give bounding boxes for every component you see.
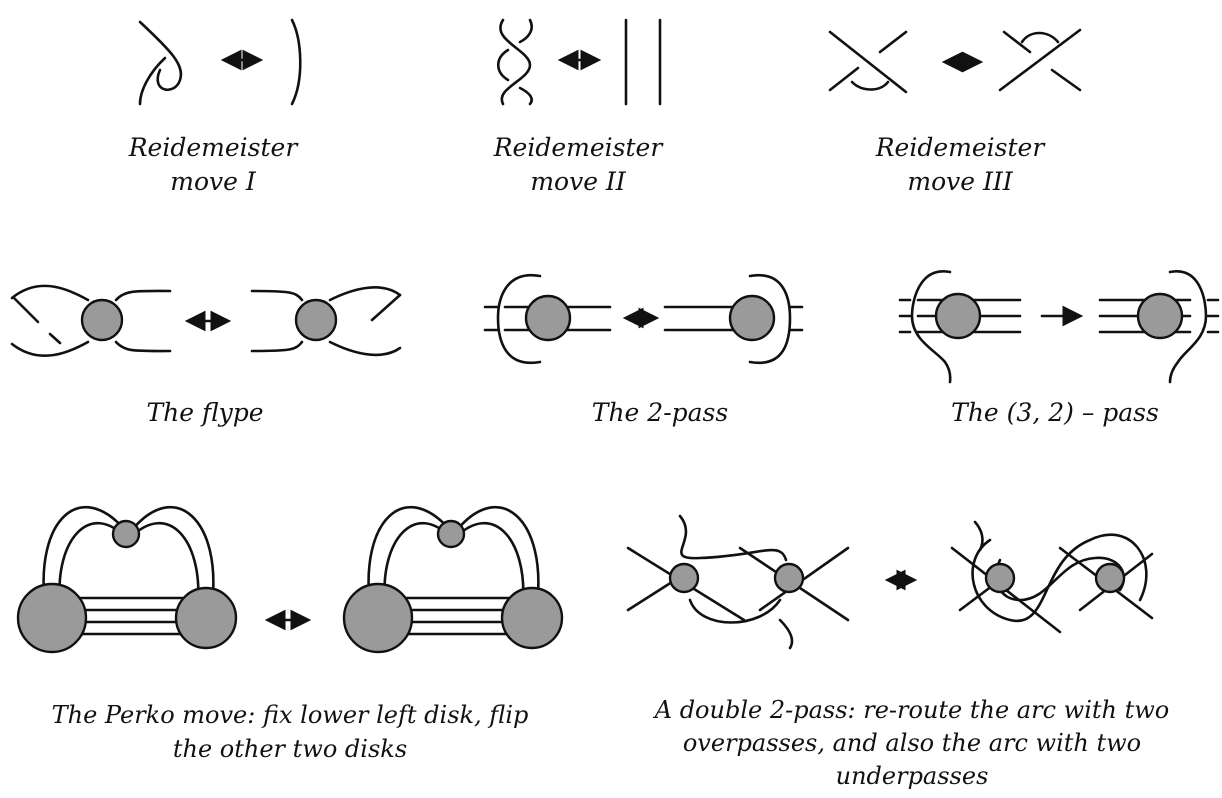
caption-reidemeister-3: Reidemeister move III [860,131,1060,199]
gray-disk-icon [984,562,1016,594]
gray-disk-icon [728,294,776,342]
gray-disk-icon [342,582,414,654]
caption-three-two-pass: The (3, 2) – pass [935,396,1175,430]
caption-line: The 2-pass [591,398,729,427]
caption-line: Reidemeister [128,133,298,162]
two-pass-diagram [483,273,804,365]
caption-line: the other two disks [172,735,408,763]
reidemeister-3-diagram [828,28,1082,94]
gray-disk-icon [80,298,124,342]
flype-diagram [10,284,402,357]
caption-line: Reidemeister [493,133,663,162]
caption-line: The flype [146,398,264,427]
gray-disk-icon [174,586,238,650]
three-two-pass-diagram [898,270,1220,384]
reidemeister-2-diagram [496,18,662,106]
caption-perko: The Perko move: fix lower left disk, fli… [20,698,560,766]
caption-line: A double 2-pass: re-route the arc with t… [654,696,1170,724]
gray-disk-icon [934,292,982,340]
caption-line: The (3, 2) – pass [951,398,1159,427]
caption-line: move II [530,167,626,196]
gray-disk-icon [436,519,466,549]
caption-line: move III [907,167,1013,196]
gray-disk-icon [16,582,88,654]
gray-disk-icon [668,562,700,594]
caption-double-two-pass: A double 2-pass: re-route the arc with t… [612,694,1212,793]
caption-flype: The flype [110,396,300,430]
gray-disk-icon [500,586,564,650]
gray-disk-icon [773,562,805,594]
caption-reidemeister-1: Reidemeister move I [118,131,308,199]
perko-diagram [16,506,564,654]
caption-line: The Perko move: fix lower left disk, fli… [51,701,529,729]
gray-disk-icon [294,298,338,342]
caption-reidemeister-2: Reidemeister move II [483,131,673,199]
caption-two-pass: The 2-pass [560,396,760,430]
gray-disk-icon [1136,292,1184,340]
caption-line: move I [170,167,256,196]
caption-line: overpasses, and also the arc with two [682,729,1142,757]
gray-disk-icon [111,519,141,549]
gray-disk-icon [524,294,572,342]
gray-disk-icon [1094,562,1126,594]
reidemeister-1-diagram [138,18,302,106]
caption-line: Reidemeister [875,133,1045,162]
double-two-pass-diagram [626,514,1154,650]
caption-line: underpasses [835,762,989,790]
